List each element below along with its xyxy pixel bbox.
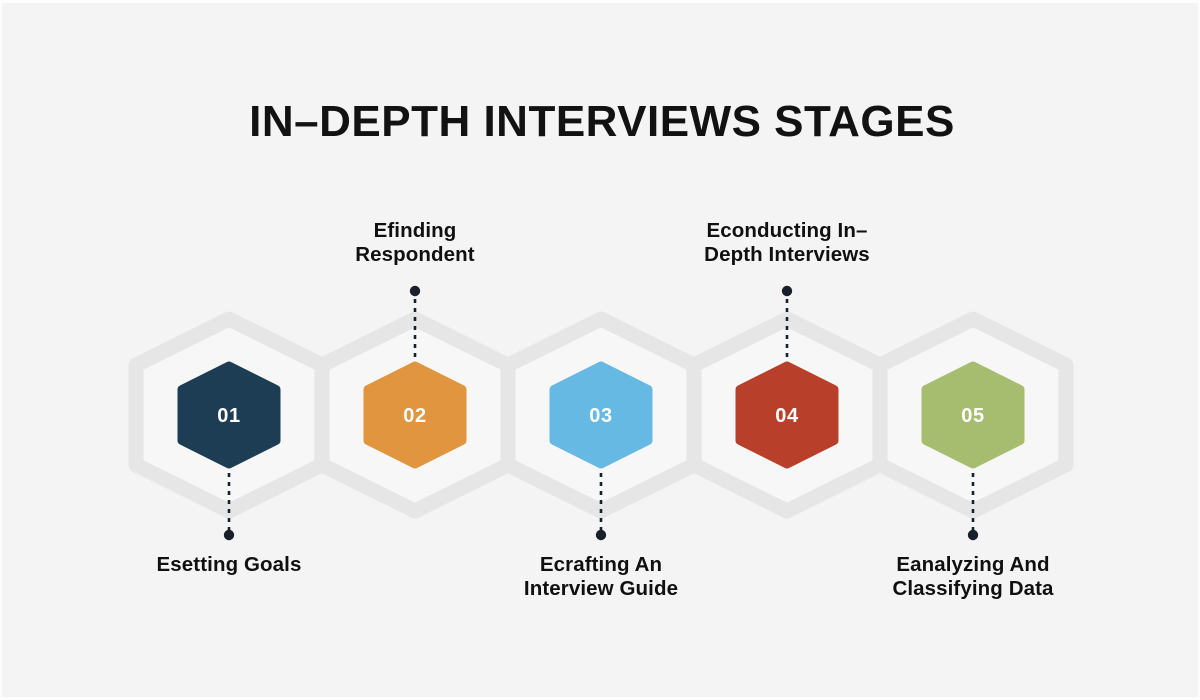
stage-number: 05 [961, 405, 984, 427]
stage-hexagon-shape [363, 361, 467, 469]
stage-hexagon-03[interactable]: 03 [549, 361, 653, 469]
stage-label-line: Efinding [373, 219, 457, 242]
stage-label-line: Econducting In– [706, 219, 868, 242]
stage-hexagon-04[interactable]: 04 [735, 361, 839, 469]
stage-label-line: Interview Guide [523, 577, 679, 601]
stage-number: 01 [217, 405, 240, 427]
connector-dot [967, 529, 979, 541]
stage-number: 02 [403, 405, 426, 427]
stage-label-line: Depth Interviews [704, 243, 870, 267]
stage-hexagon-shape [921, 361, 1025, 469]
stage-label-line: Respondent [355, 243, 475, 267]
stage-number: 03 [589, 405, 612, 427]
page-title: IN–DEPTH INTERVIEWS STAGES [249, 97, 955, 146]
stage-label-line: Classifying Data [892, 577, 1054, 601]
stage-hexagon-shape [549, 361, 653, 469]
connector-layer [223, 285, 979, 541]
stage-label-line: Ecrafting An [539, 553, 663, 576]
connector-dot [781, 285, 793, 297]
stage-hexagon-shape [177, 361, 281, 469]
connector-dot [595, 529, 607, 541]
color-hexagon-layer: 01 02 03 04 05 [177, 361, 1025, 469]
stage-hexagon-05[interactable]: 05 [921, 361, 1025, 469]
hexagon-flow-diagram: 01 02 03 04 05 [128, 285, 1074, 541]
stage-label-04: Econducting In–Depth Interviews [637, 219, 937, 267]
stage-hexagon-shape [735, 361, 839, 469]
stage-label-01: Esetting Goals [79, 553, 379, 577]
connector-dot [409, 285, 421, 297]
stage-hexagon-01[interactable]: 01 [177, 361, 281, 469]
stage-hexagon-02[interactable]: 02 [363, 361, 467, 469]
stage-label-line: Eanalyzing And [896, 553, 1050, 576]
stage-label-line: Esetting Goals [156, 553, 302, 576]
connector-dot [223, 529, 235, 541]
stage-number: 04 [775, 405, 799, 427]
